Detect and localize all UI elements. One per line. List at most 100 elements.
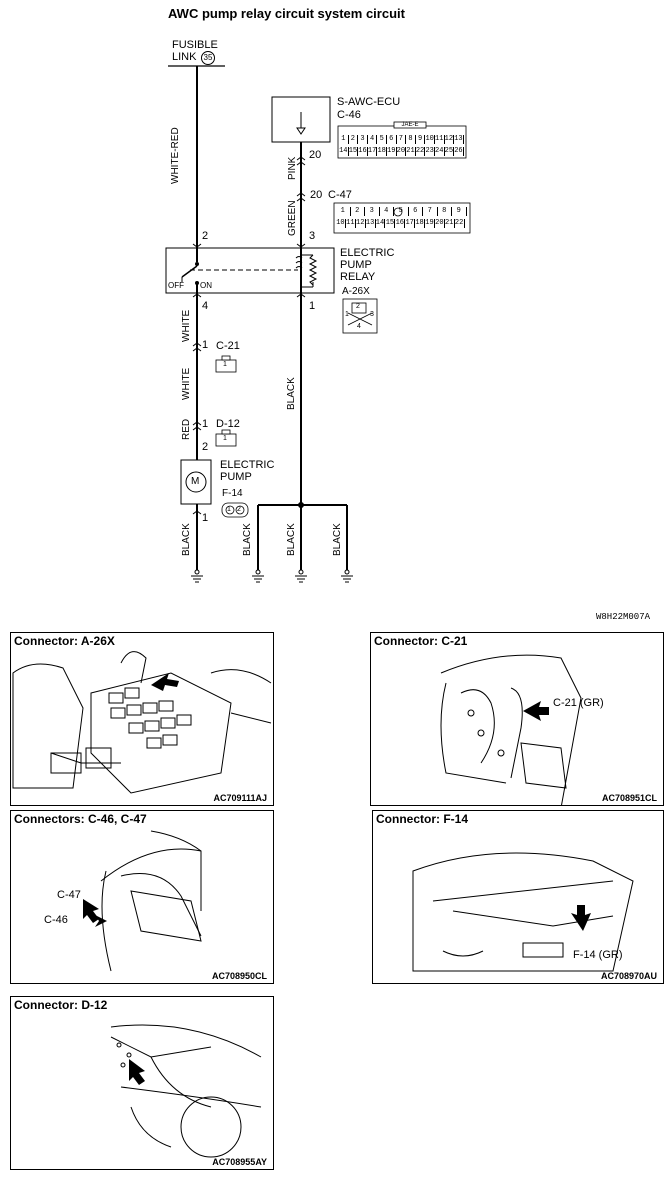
connector-pin: 14 [375, 219, 386, 228]
pump-connector-id: F-14 [222, 488, 243, 499]
ground-icon [252, 569, 264, 583]
relay-connector-id: A-26X [342, 286, 370, 297]
connector-pin: 11 [346, 219, 356, 228]
wire-label-green: GREEN [287, 200, 298, 236]
pump-label-1: ELECTRIC [220, 459, 275, 471]
arrow-icon [571, 905, 591, 931]
callout-c46: C-46 [44, 914, 68, 926]
panel-code: AC708951CL [601, 793, 657, 803]
a26x-connector [342, 298, 378, 334]
page-title: AWC pump relay circuit system circuit [168, 6, 405, 21]
connector-pin: 10 [336, 219, 346, 228]
connector-pin: 12 [356, 219, 366, 228]
ecu-connector-grid [337, 121, 467, 159]
connector-pin: 3 [365, 207, 380, 216]
pin-c21-1: 1 [202, 339, 209, 351]
pin-relay-2: 2 [202, 230, 209, 242]
fusible-link-number: 35 [201, 51, 215, 65]
connector-pin: 6 [387, 135, 397, 144]
panel-code: AC708970AU [600, 971, 657, 981]
a26x-pin-2: 2 [356, 303, 360, 310]
connector-pin: 16 [395, 219, 406, 228]
connector-pin: 12 [444, 135, 455, 144]
wire-label-black-2: BLACK [242, 523, 253, 556]
connector-pin: 16 [358, 147, 368, 156]
connector-pin: 8 [438, 207, 452, 216]
engine-bay-illustration [12, 651, 272, 794]
wire-label-black-relay: BLACK [286, 377, 297, 410]
rear-trunk-illustration [412, 852, 634, 972]
pin-pump-2: 2 [202, 441, 209, 453]
connector-pin: 15 [348, 147, 359, 156]
arrow-icon [81, 915, 107, 927]
panel-c46-c47: Connectors: C-46, C-47 C-47 C-46 AC70895… [10, 810, 274, 984]
wire-label-white-red: WHITE-RED [170, 127, 181, 184]
c21-pin: 1 [223, 361, 227, 368]
f14-pin-1: 1 [227, 506, 231, 513]
panel-a26x: Connector: A-26X AC709111AJ [10, 632, 274, 806]
a26x-pin-3: 3 [370, 311, 374, 318]
ecu-jae-label: JAE-E [401, 122, 419, 128]
connector-pin: 21 [445, 219, 455, 228]
panel-title: Connectors: C-46, C-47 [14, 812, 147, 826]
connector-pin: 26 [454, 147, 464, 156]
ground-icon [295, 569, 307, 583]
connector-pin: 1 [336, 207, 351, 216]
connector-pin: 13 [365, 219, 376, 228]
connector-pin: 23 [425, 147, 435, 156]
ecu-name: S-AWC-ECU [337, 96, 401, 108]
connector-pin: 15 [385, 219, 396, 228]
rear-quarter-illustration [110, 1024, 262, 1158]
connector-pin: 3 [358, 135, 368, 144]
a26x-pin-1: 1 [345, 311, 349, 318]
d12-connector-id: D-12 [216, 418, 240, 430]
a26x-pin-4: 4 [357, 323, 361, 330]
panel-f14: Connector: F-14 F-14 (GR) AC708970AU [372, 810, 664, 984]
fusible-link-label-2: LINK [172, 51, 197, 63]
c47-connector-grid [333, 202, 471, 234]
panel-title: Connector: A-26X [14, 634, 115, 648]
ground-icon [191, 569, 203, 583]
connector-pin: 17 [405, 219, 416, 228]
connector-pin: 4 [368, 135, 378, 144]
wire-label-white-b: WHITE [181, 367, 192, 400]
connector-pin: 7 [423, 207, 438, 216]
wire-label-black-1: BLACK [181, 523, 192, 556]
connector-pin: 2 [351, 207, 365, 216]
relay-label-3: RELAY [340, 271, 376, 283]
connector-pin: 22 [454, 219, 465, 228]
arrow-icon [523, 701, 549, 721]
panel-code: AC708950CL [211, 971, 267, 981]
connector-pin: 24 [435, 147, 445, 156]
connector-pin: 21 [406, 147, 416, 156]
panel-title: Connector: F-14 [376, 812, 469, 826]
connector-pin: 10 [425, 135, 435, 144]
panel-d12: Connector: D-12 AC708955AY [10, 996, 274, 1170]
pin-relay-3: 3 [309, 230, 316, 242]
callout-c21: C-21 (GR) [553, 697, 604, 709]
c21-connector-id: C-21 [216, 340, 240, 352]
connector-pin: 22 [415, 147, 426, 156]
panel-c21: Connector: C-21 C-21 (GR) AC708951CL [370, 632, 664, 806]
panel-code: AC709111AJ [213, 793, 267, 803]
panel-title: Connector: D-12 [14, 998, 108, 1012]
connector-pin: 8 [406, 135, 416, 144]
wire-label-white-a: WHITE [181, 309, 192, 342]
relay-on-label: ON [200, 281, 212, 290]
wiring-diagram [165, 65, 471, 583]
relay-label-1: ELECTRIC [340, 247, 395, 259]
connector-pin: 19 [387, 147, 397, 156]
motor-icon [185, 471, 207, 493]
connector-pin: 11 [435, 135, 445, 144]
arrow-icon [83, 899, 99, 923]
relay-off-label: OFF [168, 281, 184, 290]
connector-pin: 20 [435, 219, 445, 228]
wire-label-black-4: BLACK [332, 523, 343, 556]
connector-pin: 18 [415, 219, 426, 228]
connector-pin: 4 [380, 207, 394, 216]
pin-ecu-20: 20 [309, 149, 322, 161]
d12-pin: 1 [223, 435, 227, 442]
